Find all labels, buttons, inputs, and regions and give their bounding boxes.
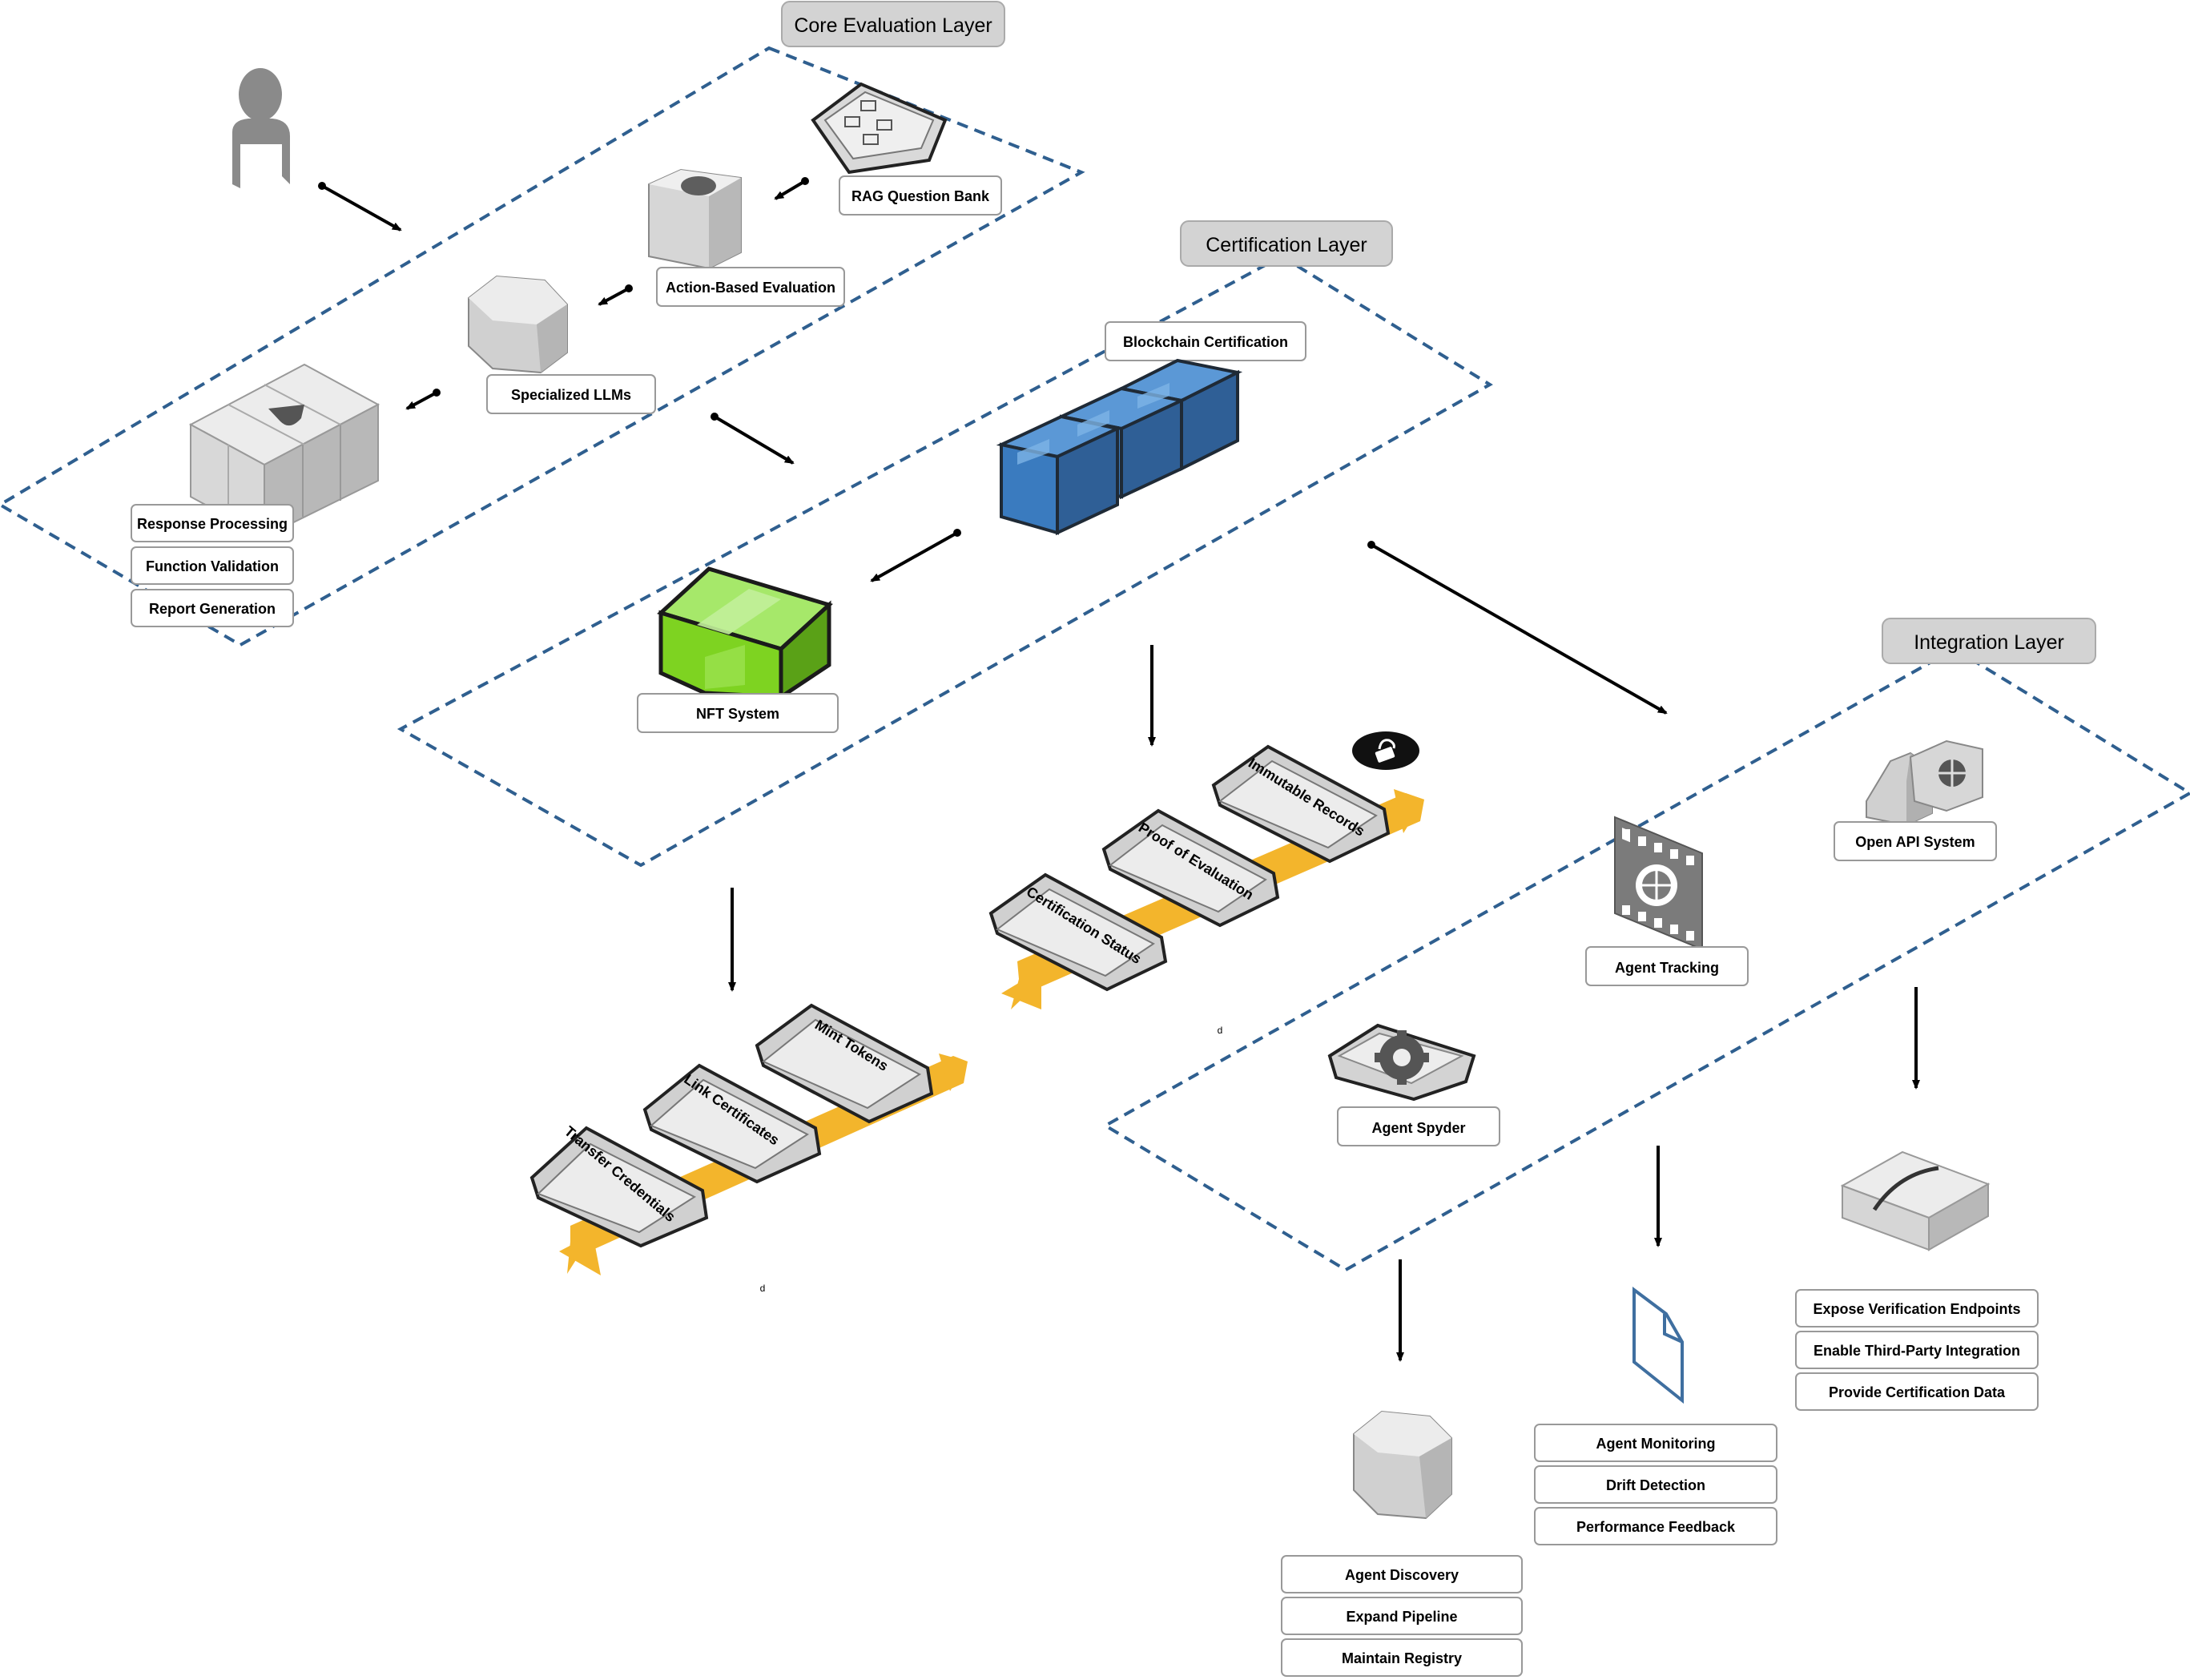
link-certificates-bar: Link Certificates <box>642 1063 822 1184</box>
certification-status-bar: Certification Status <box>988 872 1168 992</box>
svg-text:Agent Tracking: Agent Tracking <box>1615 960 1719 976</box>
certification-layer-header: Certification Layer <box>1180 220 1393 267</box>
svg-text:Specialized LLMs: Specialized LLMs <box>511 387 631 403</box>
processing-labels: Response Processing Function Validation … <box>131 504 294 627</box>
gear-icon <box>1327 1023 1476 1102</box>
expose-verification-endpoints-label: Expose Verification Endpoints <box>1813 1301 2020 1317</box>
response-processing-label: Response Processing <box>137 516 288 532</box>
integration-layer-boundary <box>1102 647 2190 1272</box>
spyder-output-labels: Agent Discovery Expand Pipeline Maintain… <box>1281 1555 1523 1677</box>
performance-feedback-label: Performance Feedback <box>1576 1519 1736 1535</box>
agent-discovery-label: Agent Discovery <box>1345 1567 1459 1583</box>
shield-icon <box>268 405 304 426</box>
certification-layer-title: Certification Layer <box>1206 234 1367 256</box>
report-generation-label: Report Generation <box>149 601 276 617</box>
mint-tokens-bar: Mint Tokens <box>755 1003 934 1124</box>
flowchart-icon <box>811 82 948 175</box>
nft-icon <box>657 566 833 701</box>
expand-pipeline-label: Expand Pipeline <box>1346 1609 1457 1625</box>
open-api-system-label: Open API System <box>1834 821 1997 861</box>
core-layer-boundary <box>0 46 1085 647</box>
integration-layer-header: Integration Layer <box>1882 618 2096 664</box>
svg-text:RAG Question Bank: RAG Question Bank <box>851 188 990 204</box>
llm-icon <box>468 275 568 374</box>
svg-text:Blockchain Certification: Blockchain Certification <box>1123 334 1288 350</box>
integration-layer-title: Integration Layer <box>1914 631 2064 654</box>
registry-icon <box>1353 1410 1452 1520</box>
certification-layer-boundary <box>397 254 1493 868</box>
agent-spyder-label: Agent Spyder <box>1337 1106 1500 1146</box>
tracking-output-labels: Agent Monitoring Drift Detection Perform… <box>1534 1424 1777 1545</box>
integration-arrows <box>1396 987 1920 1362</box>
provide-certification-data-label: Provide Certification Data <box>1829 1384 2006 1400</box>
svg-text:Agent Spyder: Agent Spyder <box>1371 1120 1465 1136</box>
svg-text:NFT System: NFT System <box>696 706 779 722</box>
nft-system-label: NFT System <box>637 693 839 733</box>
api-output-labels: Expose Verification Endpoints Enable Thi… <box>1795 1289 2039 1411</box>
api-output-icon <box>1840 1150 1991 1251</box>
core-layer-title: Core Evaluation Layer <box>794 14 992 37</box>
specialized-llms-label: Specialized LLMs <box>486 374 656 414</box>
core-arrows <box>318 177 809 465</box>
certification-arrows <box>728 529 1668 992</box>
blockchain-certification-label: Blockchain Certification <box>1105 321 1306 361</box>
tokens-bars: Transfer Credentials Link Certificates M… <box>529 1003 934 1248</box>
records-bars: Certification Status Proof of Evaluation… <box>988 744 1391 992</box>
drift-detection-label: Drift Detection <box>1606 1477 1705 1493</box>
mark-d-1: d <box>1218 1025 1223 1036</box>
agent-monitoring-label: Agent Monitoring <box>1596 1436 1716 1452</box>
function-validation-label: Function Validation <box>146 558 279 574</box>
agent-tracking-label: Agent Tracking <box>1585 946 1749 986</box>
document-icon <box>1632 1287 1684 1404</box>
proof-of-evaluation-bar: Proof of Evaluation <box>1101 808 1280 928</box>
rag-question-bank-label: RAG Question Bank <box>839 175 1002 216</box>
action-evaluation-icon <box>648 168 742 270</box>
mark-d-2: d <box>760 1283 766 1294</box>
film-icon <box>1614 816 1703 951</box>
core-layer-header: Core Evaluation Layer <box>781 1 1005 47</box>
user-icon <box>232 68 290 188</box>
enable-third-party-integration-label: Enable Third-Party Integration <box>1814 1343 2020 1359</box>
svg-text:Open API System: Open API System <box>1855 834 1975 850</box>
blockchain-icon <box>996 358 1243 536</box>
action-based-evaluation-label: Action-Based Evaluation <box>656 267 845 307</box>
maintain-registry-label: Maintain Registry <box>1342 1650 1462 1666</box>
open-api-icon <box>1866 739 1983 827</box>
svg-text:Action-Based Evaluation: Action-Based Evaluation <box>666 280 835 296</box>
lock-icon <box>1352 731 1419 770</box>
